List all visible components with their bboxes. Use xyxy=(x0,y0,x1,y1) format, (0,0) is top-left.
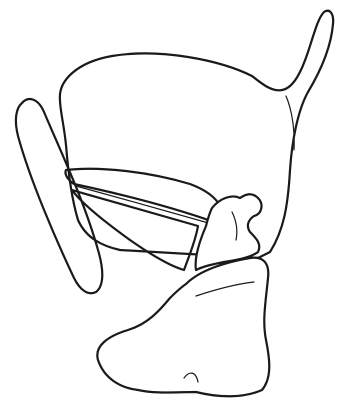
cricoid-cartilage xyxy=(97,258,269,397)
thyroid-cartilage-outline xyxy=(60,11,333,258)
